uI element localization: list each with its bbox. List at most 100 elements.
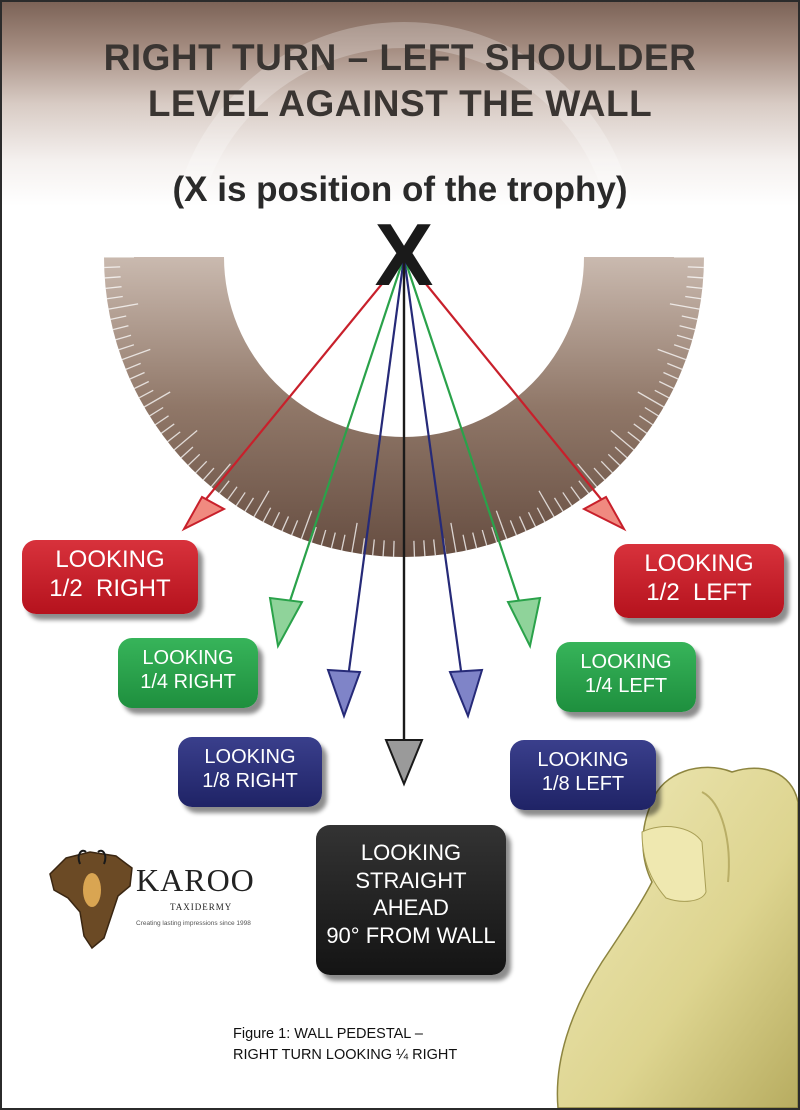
protractor-tick: [202, 467, 215, 481]
protractor-tick: [614, 446, 628, 459]
protractor-tick: [160, 423, 175, 434]
protractor-tick: [320, 529, 327, 546]
kudu-africa-icon: [49, 849, 133, 950]
protractor-tick: [125, 362, 141, 370]
protractor-tick: [495, 510, 508, 540]
protractor-tick: [105, 286, 122, 290]
protractor-tick: [607, 453, 621, 466]
arrow-half-left: [403, 256, 627, 532]
label-direction: LEFT: [693, 578, 752, 606]
protractor-tick: [639, 415, 654, 426]
protractor-tick: [271, 511, 281, 527]
label-text: STRAIGHT: [355, 867, 467, 893]
arrow-quarter-left: [402, 256, 542, 650]
protractor-tick: [371, 539, 375, 556]
protractor-tick: [167, 431, 181, 443]
protractor-tick: [106, 295, 123, 300]
protractor-tick: [227, 486, 238, 501]
arrow-head-icon: [268, 596, 304, 650]
label-eighth-right: LOOKING 1/8 RIGHT: [178, 737, 322, 807]
protractor-tick: [687, 266, 704, 269]
protractor-tick: [686, 286, 703, 290]
protractor-tick: [676, 334, 693, 341]
protractor-tick: [423, 540, 426, 557]
protractor-tick: [462, 534, 468, 551]
protractor-tick: [562, 492, 573, 507]
protractor-tick: [110, 315, 127, 321]
label-fraction: 1/4: [140, 671, 169, 693]
label-fraction: 1/2: [49, 574, 83, 602]
header-band: [2, 2, 798, 257]
protractor-tick: [685, 295, 702, 300]
arrow-eighth-right: [326, 256, 406, 719]
protractor-tick: [187, 453, 201, 466]
protractor-tick: [538, 490, 555, 518]
label-direction: LEFT: [575, 773, 625, 795]
label-text: LOOKING: [142, 647, 234, 669]
protractor-tick: [600, 460, 613, 474]
label-fraction: 1/8: [541, 773, 570, 795]
protractor-tick: [300, 510, 313, 540]
protractor-tick: [433, 539, 437, 556]
protractor-tick: [413, 540, 416, 557]
protractor-tick: [115, 334, 132, 341]
protractor-tick: [195, 460, 208, 474]
protractor-ghost: [169, 22, 639, 258]
protractor-tick: [121, 348, 151, 361]
label-quarter-left: LOOKING 1/4 LEFT: [556, 642, 696, 712]
karoo-logo: KAROO TAXIDERMY Creating lasting impress…: [46, 850, 276, 950]
label-fraction: 1/2: [646, 578, 680, 606]
protractor-tick: [577, 463, 598, 488]
protractor-tick: [644, 406, 659, 417]
protractor-tick: [553, 497, 564, 512]
protractor-tick: [570, 486, 581, 501]
protractor-tick: [104, 266, 121, 269]
label-text: AHEAD: [373, 895, 449, 920]
label-direction: RIGHT: [235, 770, 298, 792]
label-direction: LEFT: [618, 675, 668, 697]
trophy-position-marker: X: [375, 205, 434, 304]
label-direction: RIGHT: [96, 574, 171, 602]
label-text: LOOKING: [580, 651, 672, 673]
label-fraction: 1/4: [584, 675, 613, 697]
label-straight-ahead: LOOKING STRAIGHT AHEAD 90° FROM WALL: [316, 825, 506, 975]
protractor-tick: [112, 325, 129, 331]
arrow-head-icon: [506, 596, 542, 650]
subtitle: (X is position of the trophy): [172, 170, 628, 209]
protractor-tick: [627, 431, 641, 443]
protractor-tick: [154, 415, 169, 426]
protractor-tick: [262, 507, 272, 523]
protractor-tick: [527, 511, 537, 527]
protractor-tick: [610, 430, 635, 451]
protractor-ticks: [104, 256, 704, 557]
protractor-tick: [633, 423, 648, 434]
protractor-tick: [340, 534, 346, 551]
protractor-tick: [679, 325, 696, 331]
label-text: LOOKING: [360, 840, 462, 865]
protractor-tick: [351, 522, 358, 553]
protractor-tick: [108, 303, 139, 310]
protractor-tick: [361, 538, 366, 555]
label-quarter-right: LOOKING 1/4 RIGHT: [118, 638, 258, 708]
arrow-head-icon: [448, 668, 484, 719]
protractor-tick: [310, 526, 317, 543]
label-half-right: LOOKING 1/2 RIGHT: [22, 540, 198, 614]
protractor-tick: [472, 532, 478, 549]
label-eighth-left: LOOKING 1/8 LEFT: [510, 740, 656, 810]
logo-sub: TAXIDERMY: [170, 902, 233, 912]
protractor-tick: [536, 507, 546, 523]
protractor-tick: [291, 520, 299, 536]
arrow-head-icon: [181, 495, 227, 532]
label-fraction: 1/8: [202, 770, 231, 792]
protractor-tick: [654, 389, 670, 399]
protractor-tick: [637, 391, 665, 408]
protractor-tick: [330, 532, 336, 549]
protractor-tick: [149, 406, 164, 417]
logo-name: KAROO: [136, 862, 255, 898]
protractor-tick: [382, 540, 385, 557]
protractor-tick: [210, 463, 231, 488]
protractor-tick: [118, 344, 135, 351]
protractor-tick: [663, 371, 679, 380]
